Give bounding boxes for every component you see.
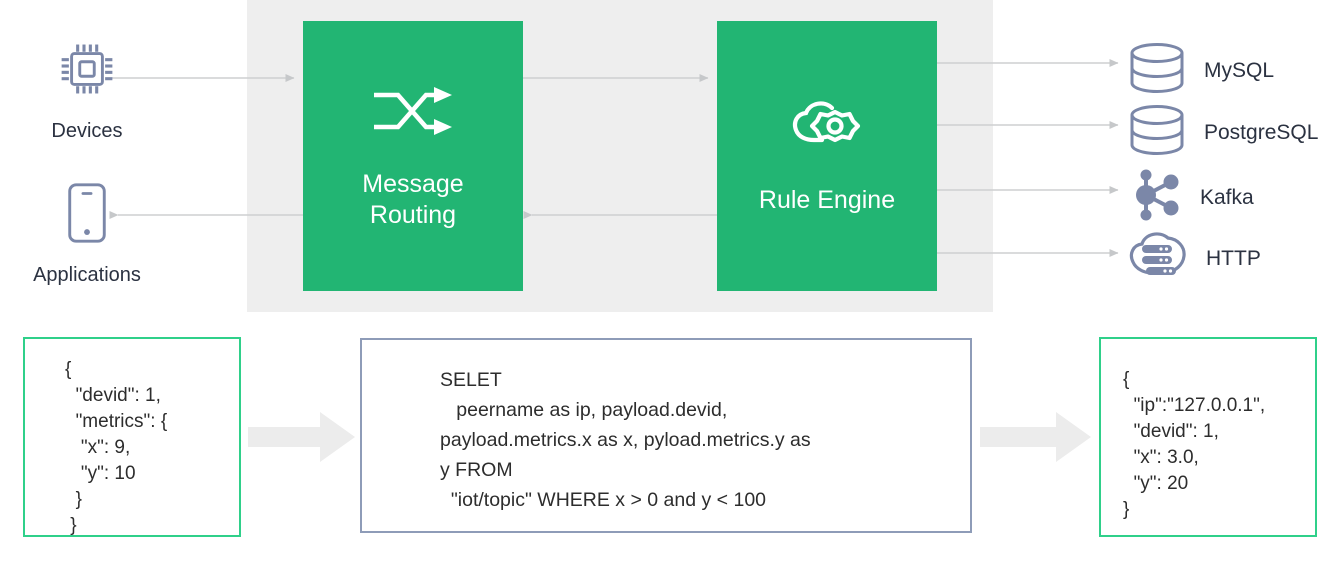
source-label-devices: Devices [51,120,123,142]
rule-sql-code: SELET peername as ip, payload.devid, pay… [440,369,811,511]
output-message-json-code: { "ip":"127.0.0.1", "devid": 1, "x": 3.0… [1123,369,1266,520]
sink-label-postgresql: PostgreSQL [1204,121,1319,144]
cloud-server-icon [1128,230,1188,287]
shuffle-arrows-icon [370,82,456,147]
node-graph-icon [1128,168,1182,227]
sink-node-mysql: MySQL [1128,42,1274,99]
database-cylinder-icon [1128,104,1186,161]
flow-arrow-sql-to-output [980,412,1091,462]
microchip-icon [58,40,116,103]
sink-label-mysql: MySQL [1204,59,1275,82]
process-title-message-routing: Message Routing [362,169,463,231]
process-title-line2: Routing [369,200,457,229]
source-label-applications: Applications [33,264,141,286]
source-node-devices: Devices [14,40,160,143]
input-message-json-code: { "devid": 1, "metrics": { "x": 9, "y": … [65,359,168,536]
rule-sql-box: SELET peername as ip, payload.devid, pay… [360,338,972,533]
sink-label-kafka: Kafka [1200,186,1254,209]
process-box-message-routing[interactable]: Message Routing [303,21,523,291]
input-message-json-box: { "devid": 1, "metrics": { "x": 9, "y": … [23,337,241,537]
process-box-rule-engine[interactable]: Rule Engine [717,21,937,291]
flow-arrow-input-to-sql [248,412,355,462]
process-title-rule-engine: Rule Engine [759,185,895,216]
mobile-phone-icon [67,182,107,249]
output-message-json-box: { "ip":"127.0.0.1", "devid": 1, "x": 3.0… [1099,337,1317,537]
database-cylinder-icon [1128,42,1186,99]
process-title-line1: Message [362,169,464,198]
sink-node-http: HTTP [1128,230,1261,287]
process-title-line1: Rule Engine [758,186,896,214]
cloud-gear-icon [790,96,864,163]
sink-label-http: HTTP [1206,247,1261,270]
sink-node-postgresql: PostgreSQL [1128,104,1318,161]
sink-node-kafka: Kafka [1128,168,1254,227]
source-node-applications: Applications [14,182,160,287]
